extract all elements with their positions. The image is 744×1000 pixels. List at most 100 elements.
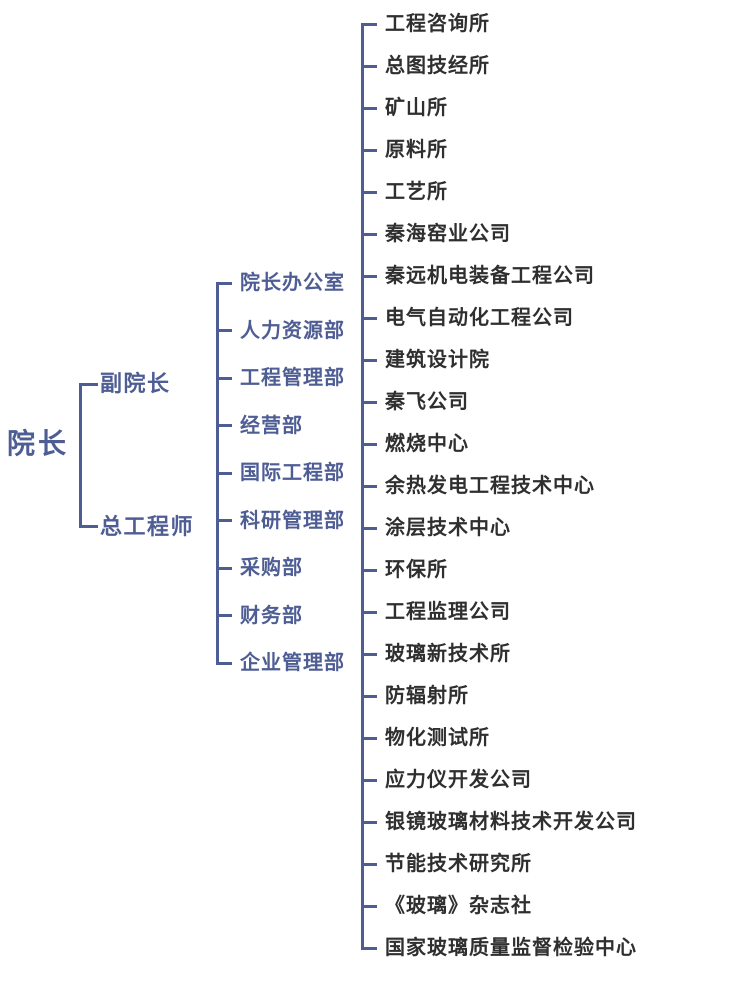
- subsidiary-label: 物化测试所: [385, 727, 490, 749]
- org-node-department: 科研管理部: [216, 497, 345, 545]
- connector-tick: [216, 519, 232, 522]
- subsidiary-label: 防辐射所: [385, 685, 469, 707]
- connector-tick: [361, 862, 377, 866]
- org-node-subsidiary: 余热发电工程技术中心: [361, 465, 637, 507]
- connector-tick: [361, 778, 377, 782]
- department-label: 财务部: [240, 604, 303, 627]
- connector-tick: [361, 526, 377, 530]
- subsidiary-label: 工程监理公司: [385, 601, 511, 623]
- org-node-department: 经营部: [216, 402, 345, 450]
- department-label: 经营部: [240, 414, 303, 437]
- org-node-subsidiary: 环保所: [361, 549, 637, 591]
- subsidiary-label: 涂层技术中心: [385, 517, 511, 539]
- connector-tick: [361, 148, 377, 152]
- connector-tick: [361, 484, 377, 488]
- subsidiary-label: 工程咨询所: [385, 13, 490, 35]
- connector-tick: [361, 400, 377, 404]
- org-node-chief-engineer: 总工程师: [100, 514, 195, 539]
- connector-tick: [361, 610, 377, 614]
- org-node-department: 财务部: [216, 592, 345, 640]
- connector-root-bracket: [79, 383, 98, 528]
- org-node-vice-president: 副院长: [100, 371, 171, 396]
- org-node-department: 企业管理部: [216, 639, 345, 687]
- subsidiary-label: 应力仪开发公司: [385, 769, 532, 791]
- subsidiary-label: 环保所: [385, 559, 448, 581]
- org-node-subsidiary: 节能技术研究所: [361, 843, 637, 885]
- department-label: 科研管理部: [240, 509, 345, 532]
- connector-tick: [361, 106, 377, 110]
- subsidiary-label: 节能技术研究所: [385, 853, 532, 875]
- connector-tick: [216, 376, 232, 380]
- org-node-subsidiary: 玻璃新技术所: [361, 633, 637, 675]
- subsidiary-label: 《玻璃》杂志社: [385, 895, 532, 917]
- org-node-subsidiary: 《玻璃》杂志社: [361, 885, 637, 927]
- org-node-subsidiary: 矿山所: [361, 87, 637, 129]
- connector-tick: [216, 614, 232, 617]
- org-node-subsidiary: 秦海窑业公司: [361, 213, 637, 255]
- subsidiary-label: 银镜玻璃材料技术开发公司: [385, 811, 637, 833]
- connector-tick: [361, 904, 377, 908]
- subsidiary-label: 原料所: [385, 139, 448, 161]
- subsidiary-label: 建筑设计院: [385, 349, 490, 371]
- org-node-department: 采购部: [216, 544, 345, 592]
- org-node-subsidiary: 工程咨询所: [361, 3, 637, 45]
- subsidiary-label: 秦海窑业公司: [385, 223, 511, 245]
- connector-tick: [361, 652, 377, 656]
- connector-tick: [361, 946, 377, 950]
- department-label: 采购部: [240, 557, 303, 579]
- org-node-subsidiary: 燃烧中心: [361, 423, 637, 465]
- connector-tick: [361, 442, 377, 446]
- department-label: 工程管理部: [240, 367, 345, 389]
- org-node-department: 工程管理部: [216, 354, 345, 402]
- org-node-department: 国际工程部: [216, 449, 345, 497]
- subsidiary-label: 工艺所: [385, 181, 448, 203]
- departments-column: 院长办公室 人力资源部 工程管理部 经营部 国际工程部: [216, 259, 345, 687]
- connector-tick: [361, 820, 377, 824]
- subsidiary-label: 电气自动化工程公司: [385, 307, 574, 329]
- org-node-subsidiary: 秦远机电装备工程公司: [361, 255, 637, 297]
- connector-tick: [216, 424, 232, 427]
- connector-tick: [361, 64, 377, 68]
- subsidiary-label: 总图技经所: [385, 55, 490, 77]
- connector-tick: [216, 281, 232, 285]
- connector-tick: [216, 471, 232, 475]
- org-node-subsidiary: 防辐射所: [361, 675, 637, 717]
- connector-tick: [361, 316, 377, 320]
- connector-tick: [216, 329, 232, 332]
- connector-tick: [216, 661, 232, 665]
- org-node-subsidiary: 工艺所: [361, 171, 637, 213]
- department-label: 人力资源部: [240, 319, 345, 342]
- connector-tick: [361, 22, 377, 26]
- subsidiary-label: 秦远机电装备工程公司: [385, 265, 595, 287]
- subsidiary-label: 余热发电工程技术中心: [385, 475, 595, 497]
- org-node-subsidiary: 国家玻璃质量监督检验中心: [361, 927, 637, 969]
- connector-tick: [361, 736, 377, 740]
- org-node-subsidiary: 秦飞公司: [361, 381, 637, 423]
- org-node-subsidiary: 总图技经所: [361, 45, 637, 87]
- connector-tick: [361, 232, 377, 236]
- department-label: 国际工程部: [240, 462, 345, 484]
- org-node-subsidiary: 建筑设计院: [361, 339, 637, 381]
- org-node-subsidiary: 涂层技术中心: [361, 507, 637, 549]
- connector-tick: [361, 274, 377, 278]
- org-root-label: 院长: [7, 428, 70, 459]
- org-node-subsidiary: 物化测试所: [361, 717, 637, 759]
- connector-tick: [361, 568, 377, 572]
- org-node-department: 院长办公室: [216, 259, 345, 307]
- subsidiaries-column: 工程咨询所 总图技经所 矿山所 原料所 工艺所: [361, 3, 637, 969]
- org-node-subsidiary: 电气自动化工程公司: [361, 297, 637, 339]
- subsidiary-label: 燃烧中心: [385, 433, 469, 455]
- department-label: 院长办公室: [240, 272, 345, 294]
- connector-tick: [361, 694, 377, 698]
- subsidiary-label: 玻璃新技术所: [385, 643, 511, 665]
- subsidiary-label: 国家玻璃质量监督检验中心: [385, 937, 637, 959]
- connector-tick: [216, 566, 232, 570]
- org-node-subsidiary: 原料所: [361, 129, 637, 171]
- subsidiary-label: 矿山所: [385, 97, 448, 119]
- org-node-subsidiary: 工程监理公司: [361, 591, 637, 633]
- department-label: 企业管理部: [240, 652, 345, 674]
- org-node-subsidiary: 银镜玻璃材料技术开发公司: [361, 801, 637, 843]
- subsidiary-label: 秦飞公司: [385, 391, 469, 413]
- org-node-department: 人力资源部: [216, 307, 345, 355]
